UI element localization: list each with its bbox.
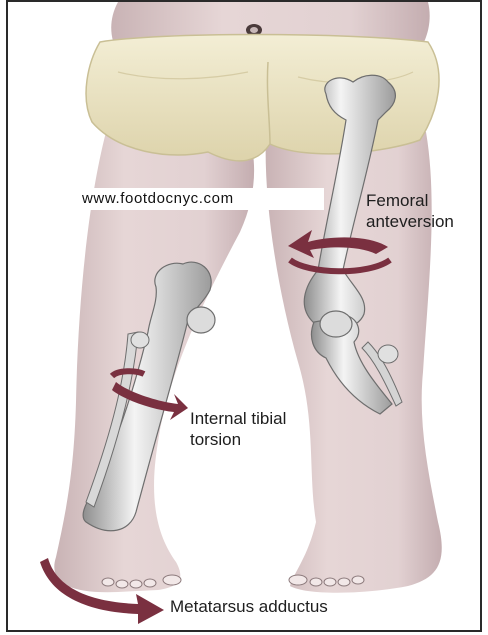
internal-tibial-torsion-label: Internal tibial torsion xyxy=(190,408,286,450)
left-patella xyxy=(320,311,352,337)
femoral-label-line-1: Femoral xyxy=(366,190,454,211)
watermark-text: www.footdocnyc.com xyxy=(78,188,324,210)
femoral-anteversion-label: Femoral anteversion xyxy=(366,190,454,232)
metatarsus-adductus-label: Metatarsus adductus xyxy=(170,596,328,617)
right-patella xyxy=(187,307,215,333)
diagram-frame: www.footdocnyc.com Femoral anteversion I… xyxy=(6,0,482,632)
tibial-label-line-1: Internal tibial xyxy=(190,408,286,429)
tibial-label-line-2: torsion xyxy=(190,429,286,450)
legs-illustration xyxy=(8,2,482,632)
femoral-label-line-2: anteversion xyxy=(366,211,454,232)
